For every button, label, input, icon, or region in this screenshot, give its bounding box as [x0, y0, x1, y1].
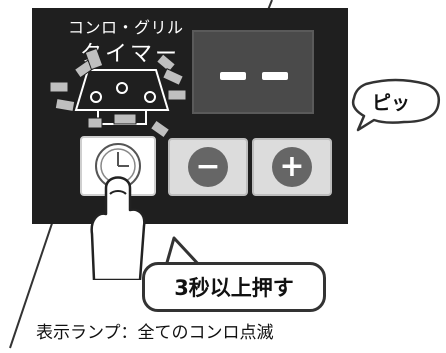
display-segment-right: [262, 72, 288, 80]
press-instruction-label: 3秒以上押す: [174, 276, 294, 300]
panel-title-line1: コンロ・グリル: [68, 18, 184, 37]
display-segment-left: [220, 72, 246, 80]
press-instruction-box: 3秒以上押す: [142, 262, 326, 312]
blink-mark: [113, 113, 137, 125]
burner-layout-frame: [74, 69, 170, 111]
blink-mark: [87, 117, 103, 129]
blink-marks: [49, 47, 187, 139]
minus-button[interactable]: −: [168, 138, 248, 196]
timer-display: – –: [192, 30, 314, 114]
plus-button[interactable]: +: [252, 138, 332, 196]
beep-speech-bubble: [351, 78, 440, 132]
blink-mark: [49, 81, 69, 93]
beep-sound-text: ピッ: [372, 92, 411, 114]
blink-mark: [167, 89, 187, 101]
finger-illustration: [90, 176, 146, 280]
minus-label: −: [188, 147, 228, 187]
blink-mark: [54, 97, 76, 113]
burner-lamp-indicator: [49, 47, 187, 139]
rear-burner-lamp: [116, 82, 128, 94]
left-burner-lamp: [90, 91, 102, 103]
blink-mark: [162, 68, 184, 86]
blink-mark: [155, 53, 177, 73]
right-burner-lamp: [144, 91, 156, 103]
blink-mark: [84, 47, 104, 71]
plus-label: +: [272, 147, 312, 187]
lamp-caption: 表示ランプ：全てのコンロ点滅: [36, 323, 274, 343]
blink-mark: [149, 119, 171, 139]
